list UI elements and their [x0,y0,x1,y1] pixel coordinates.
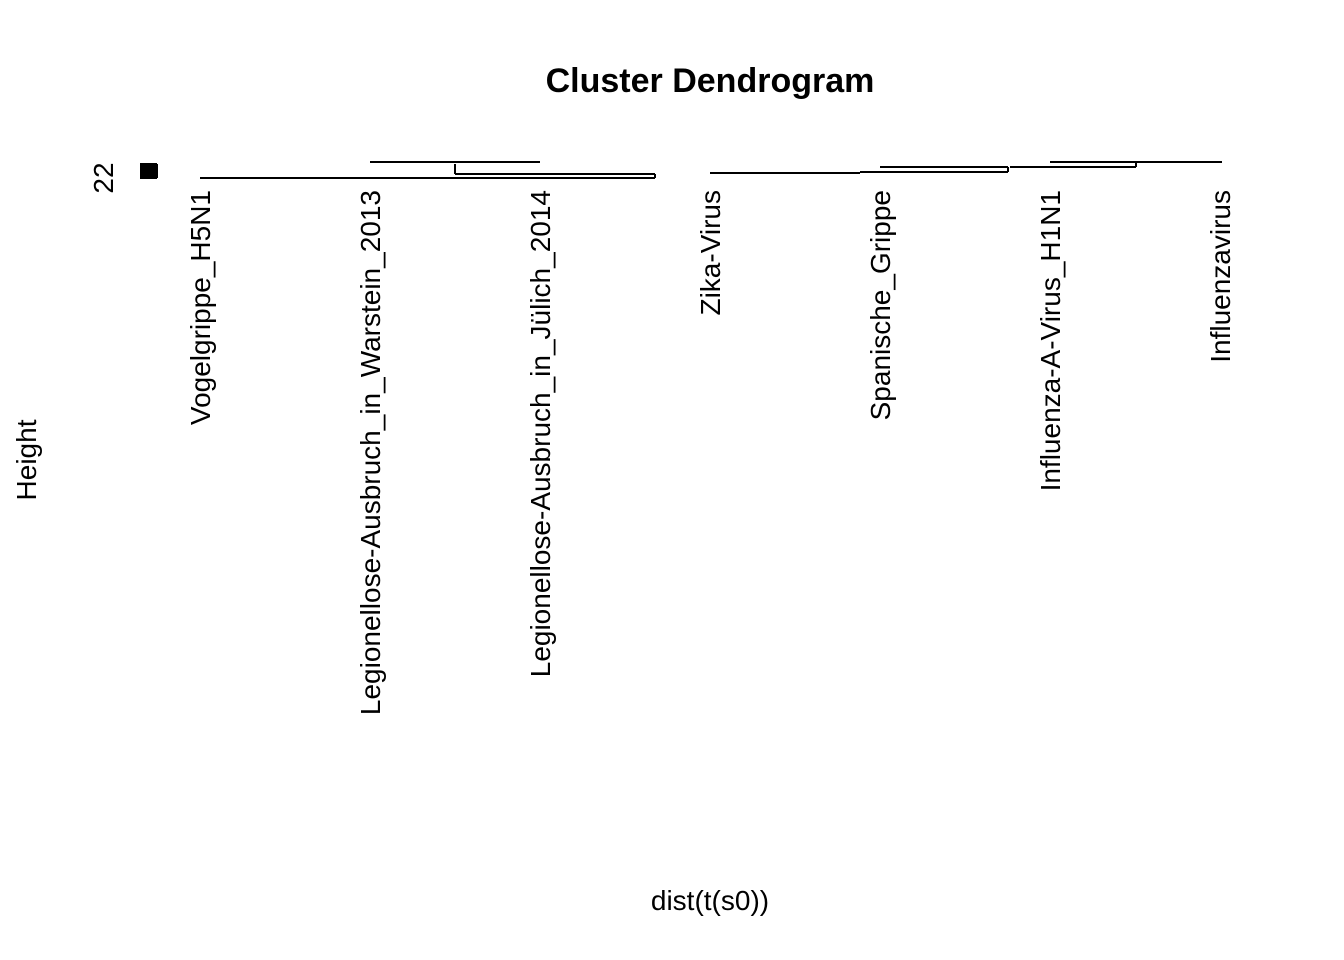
leaf-label: Legionellose-Ausbruch_in_Warstein_2013 [355,190,386,715]
y-tick-label: 22 [88,162,119,193]
y-axis-label: Height [11,419,42,500]
leaf-label: Influenza-A-Virus_H1N1 [1035,190,1066,491]
leaf-label: Zika-Virus [695,190,726,316]
leaf-label: Spanische_Grippe [865,190,896,420]
leaf-label: Legionellose-Ausbruch_in_Jülich_2014 [525,190,556,677]
leaf-label: Influenzavirus [1205,190,1236,363]
x-axis-label: dist(t(s0)) [651,885,769,916]
leaf-label: Vogelgrippe_H5N1 [185,190,216,425]
chart-title: Cluster Dendrogram [546,62,875,100]
y-axis: 22 Height [11,162,158,500]
dendrogram-branches [200,161,1222,179]
leaf-labels: Vogelgrippe_H5N1 Legionellose-Ausbruch_in… [185,190,1236,715]
y-axis-ticks [140,163,158,179]
